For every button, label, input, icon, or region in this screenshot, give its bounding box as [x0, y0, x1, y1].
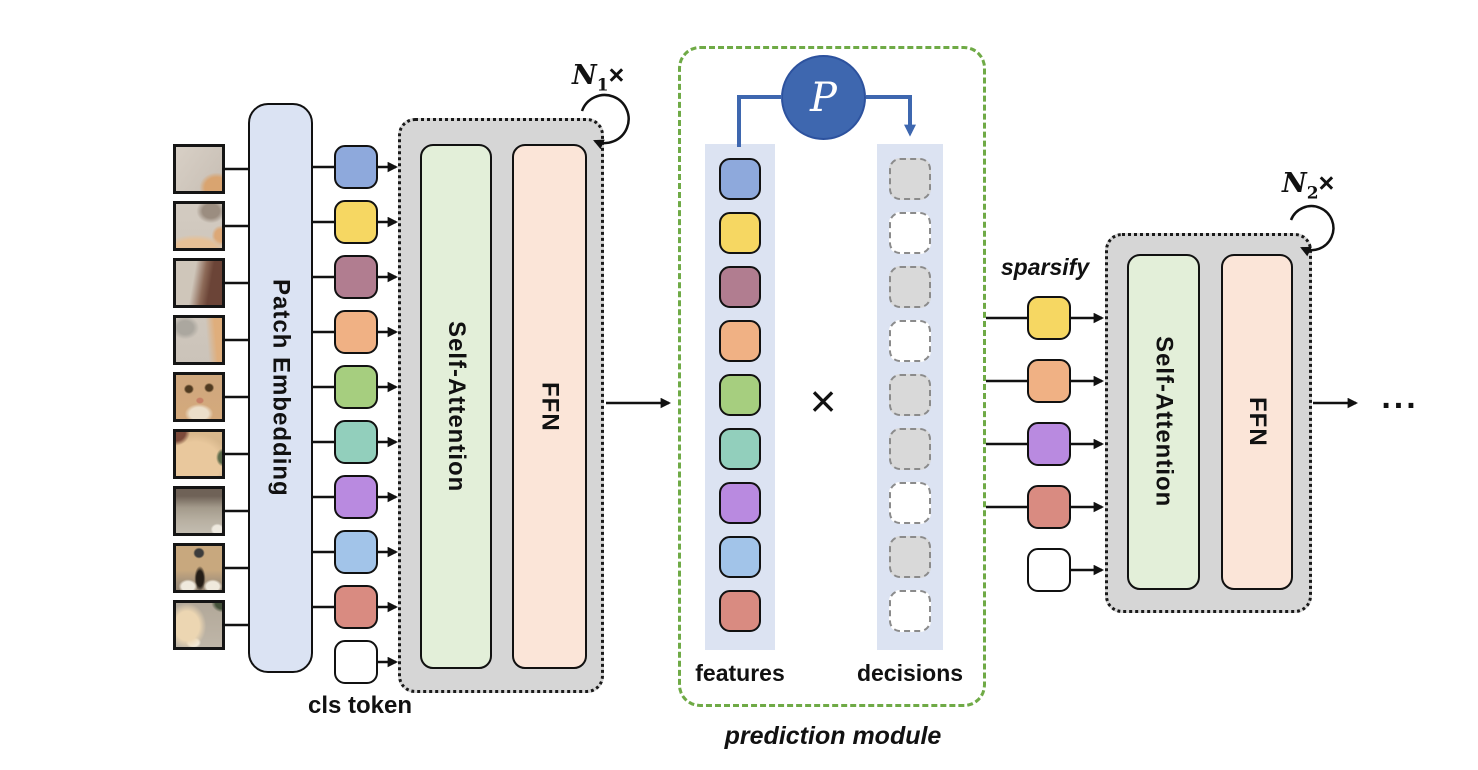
- decision-keep: [889, 212, 931, 254]
- transformer-block-1: Self-Attention FFN: [398, 118, 604, 693]
- input-token-column: [334, 145, 378, 684]
- patch-embedding-box: Patch Embedding: [248, 103, 313, 673]
- features-column: [705, 144, 775, 650]
- embedding-to-token-lines: [311, 165, 336, 609]
- n1-times: ×: [608, 60, 625, 90]
- self-attention-box-2: Self-Attention: [1127, 254, 1200, 590]
- multiply-symbol: ×: [809, 375, 837, 427]
- token-mauve: [334, 255, 378, 299]
- image-patch-3: [173, 258, 225, 308]
- decision-drop: [889, 374, 931, 416]
- feature-lightblue: [719, 536, 761, 578]
- token-green: [334, 365, 378, 409]
- ffn-box-2: FFN: [1221, 254, 1293, 590]
- repeat-count-n1: N1×: [572, 60, 624, 95]
- feature-blue: [719, 158, 761, 200]
- image-patch-6: [173, 429, 225, 479]
- n1-variable: N: [572, 60, 597, 91]
- feature-purple: [719, 482, 761, 524]
- token-purple: [1027, 422, 1071, 466]
- image-patch-1: [173, 144, 225, 194]
- image-patch-4: [173, 315, 225, 365]
- transformer-block-2: Self-Attention FFN: [1105, 233, 1312, 613]
- token-orange: [334, 310, 378, 354]
- prediction-to-sparse-lines: [986, 316, 1029, 509]
- token-lightblue: [334, 530, 378, 574]
- repeat-count-n2: N2×: [1282, 168, 1334, 203]
- token-purple: [334, 475, 378, 519]
- image-patch-5: [173, 372, 225, 422]
- n1-subscript: 1: [596, 75, 609, 96]
- prediction-module-box: [678, 46, 986, 707]
- decision-keep: [889, 590, 931, 632]
- token-salmon: [334, 585, 378, 629]
- decision-drop: [889, 266, 931, 308]
- feature-teal: [719, 428, 761, 470]
- decision-keep: [889, 320, 931, 362]
- prediction-module-label: prediction module: [724, 722, 942, 750]
- sparse-to-encoder2-arrows: [1071, 312, 1105, 576]
- token-salmon: [1027, 485, 1071, 529]
- feature-yellow: [719, 212, 761, 254]
- decision-drop: [889, 536, 931, 578]
- feature-orange: [719, 320, 761, 362]
- sparsify-label: sparsify: [1000, 254, 1090, 280]
- token-yellow: [334, 200, 378, 244]
- decision-keep: [889, 482, 931, 524]
- decisions-label: decisions: [856, 660, 964, 686]
- image-patch-7: [173, 486, 225, 536]
- decision-drop: [889, 158, 931, 200]
- feature-salmon: [719, 590, 761, 632]
- image-patch-8: [173, 543, 225, 593]
- output-ellipsis: ...: [1381, 378, 1419, 416]
- patch-embedding-label: Patch Embedding: [267, 279, 295, 497]
- input-image-patches: [173, 144, 225, 650]
- sparsified-token-column: [1027, 296, 1071, 592]
- n2-subscript: 2: [1306, 183, 1319, 204]
- decision-drop: [889, 428, 931, 470]
- ffn-label-1: FFN: [536, 381, 564, 432]
- token-to-encoder1-arrows: [378, 161, 399, 668]
- features-label: features: [695, 660, 785, 686]
- feature-mauve: [719, 266, 761, 308]
- token-orange: [1027, 359, 1071, 403]
- token-teal: [334, 420, 378, 464]
- token-cls: [1027, 548, 1071, 592]
- n2-times: ×: [1318, 168, 1335, 198]
- feature-green: [719, 374, 761, 416]
- ffn-box-1: FFN: [512, 144, 587, 669]
- token-cls: [334, 640, 378, 684]
- self-attention-box-1: Self-Attention: [420, 144, 492, 669]
- token-blue: [334, 145, 378, 189]
- image-patch-9: [173, 600, 225, 650]
- image-patch-2: [173, 201, 225, 251]
- self-attention-label-1: Self-Attention: [443, 320, 470, 493]
- cls-token-label: cls token: [307, 692, 413, 719]
- decisions-column: [877, 144, 943, 650]
- ffn-label-2: FFN: [1244, 397, 1271, 447]
- predictor-circle: P: [781, 55, 866, 140]
- patch-to-embedding-lines: [222, 167, 249, 627]
- self-attention-label-2: Self-Attention: [1150, 336, 1178, 508]
- n2-variable: N: [1282, 168, 1307, 199]
- token-yellow: [1027, 296, 1071, 340]
